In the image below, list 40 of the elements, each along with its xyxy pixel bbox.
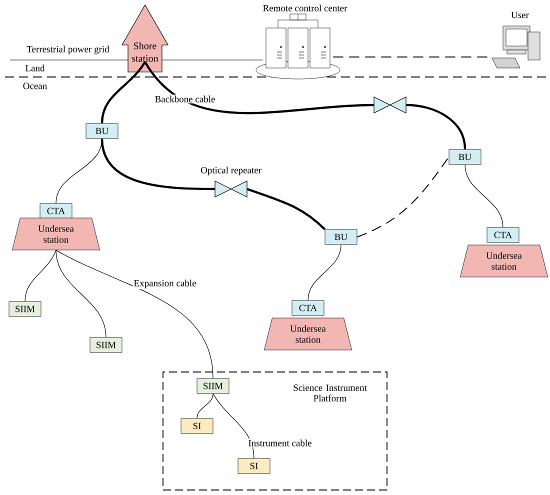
region-label: Ocean bbox=[23, 82, 47, 90]
module-box: SIIM bbox=[196, 378, 230, 394]
node-label: User bbox=[511, 12, 529, 18]
cable bbox=[406, 104, 466, 150]
cable bbox=[56, 250, 214, 379]
node-label: Science Instrument Platform bbox=[294, 384, 367, 402]
cable bbox=[212, 393, 254, 459]
repeater-symbol bbox=[374, 96, 406, 114]
edge-label: Backbone cable bbox=[154, 94, 216, 104]
cable bbox=[246, 188, 326, 230]
module-box: BU bbox=[324, 229, 358, 245]
cable bbox=[56, 138, 102, 204]
cable bbox=[100, 61, 146, 124]
undersea-station: Undersea station bbox=[12, 218, 100, 250]
module-box: CTA bbox=[40, 203, 72, 219]
module-box: CTA bbox=[292, 300, 324, 316]
module-box: CTA bbox=[486, 227, 520, 243]
cable bbox=[464, 164, 504, 228]
cable bbox=[24, 250, 56, 302]
cable bbox=[308, 244, 342, 301]
undersea-station: Undersea station bbox=[264, 318, 352, 350]
module-box: SIIM bbox=[8, 301, 42, 317]
undersea-station: Undersea station bbox=[460, 244, 548, 278]
node-label: Remote control center bbox=[263, 4, 348, 12]
module-box: BU bbox=[86, 123, 118, 139]
cable bbox=[356, 156, 450, 238]
shore-station: Shore station bbox=[121, 4, 169, 72]
cable bbox=[144, 61, 374, 114]
region-label: Land bbox=[26, 64, 45, 72]
module-box: SI bbox=[238, 458, 270, 474]
cable bbox=[196, 393, 214, 419]
edge-label: Terrestrial power grid bbox=[26, 44, 110, 56]
module-box: SI bbox=[180, 418, 214, 434]
cable bbox=[100, 138, 215, 190]
cable bbox=[56, 250, 106, 338]
module-box: BU bbox=[448, 149, 482, 165]
node-label: Optical repeater bbox=[200, 166, 262, 176]
module-box: SIIM bbox=[90, 337, 122, 353]
edge-label: Instrument cable bbox=[247, 438, 313, 448]
edge-label: Expansion cable bbox=[132, 278, 198, 290]
